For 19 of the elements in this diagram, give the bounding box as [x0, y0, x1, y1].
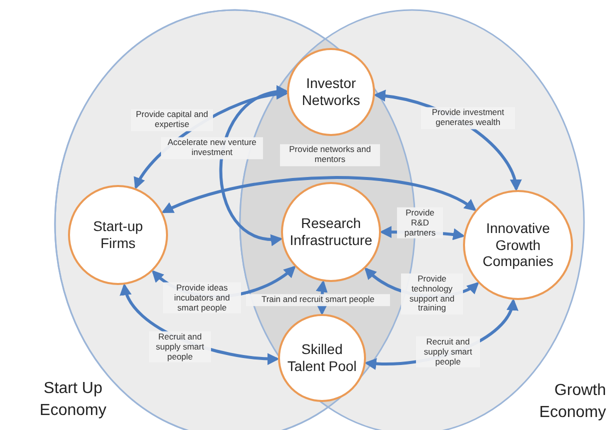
node-label: Innovative Growth Companies [482, 220, 554, 270]
node-label: Start-up Firms [92, 218, 144, 252]
arrow [161, 176, 477, 214]
region-label: Growth Economy [538, 381, 606, 423]
arrow [219, 86, 288, 245]
edge-label: Accelerate new venture investment [161, 137, 263, 159]
edge-label: Recruit and supply smart people [416, 336, 480, 368]
edge-label: Train and recruit smart people [246, 294, 390, 306]
node-label: Skilled Talent Pool [286, 341, 358, 375]
edge-label: Provide investment generates wealth [421, 107, 515, 129]
node-label: Research Infrastructure [288, 215, 374, 249]
edge-label: Provide R&D partners [397, 207, 443, 239]
edge-label: Recruit and supply smart people [149, 331, 211, 363]
node-label: Investor Networks [300, 75, 362, 109]
edge-label: Provide ideas incubators and smart people [163, 282, 241, 314]
edge-label: Provide technology support and training [401, 273, 463, 315]
edge-label: Provide capital and expertise [131, 109, 213, 131]
region-label: Start Up Economy [38, 379, 108, 421]
edge-label: Provide networks and mentors [280, 144, 380, 166]
